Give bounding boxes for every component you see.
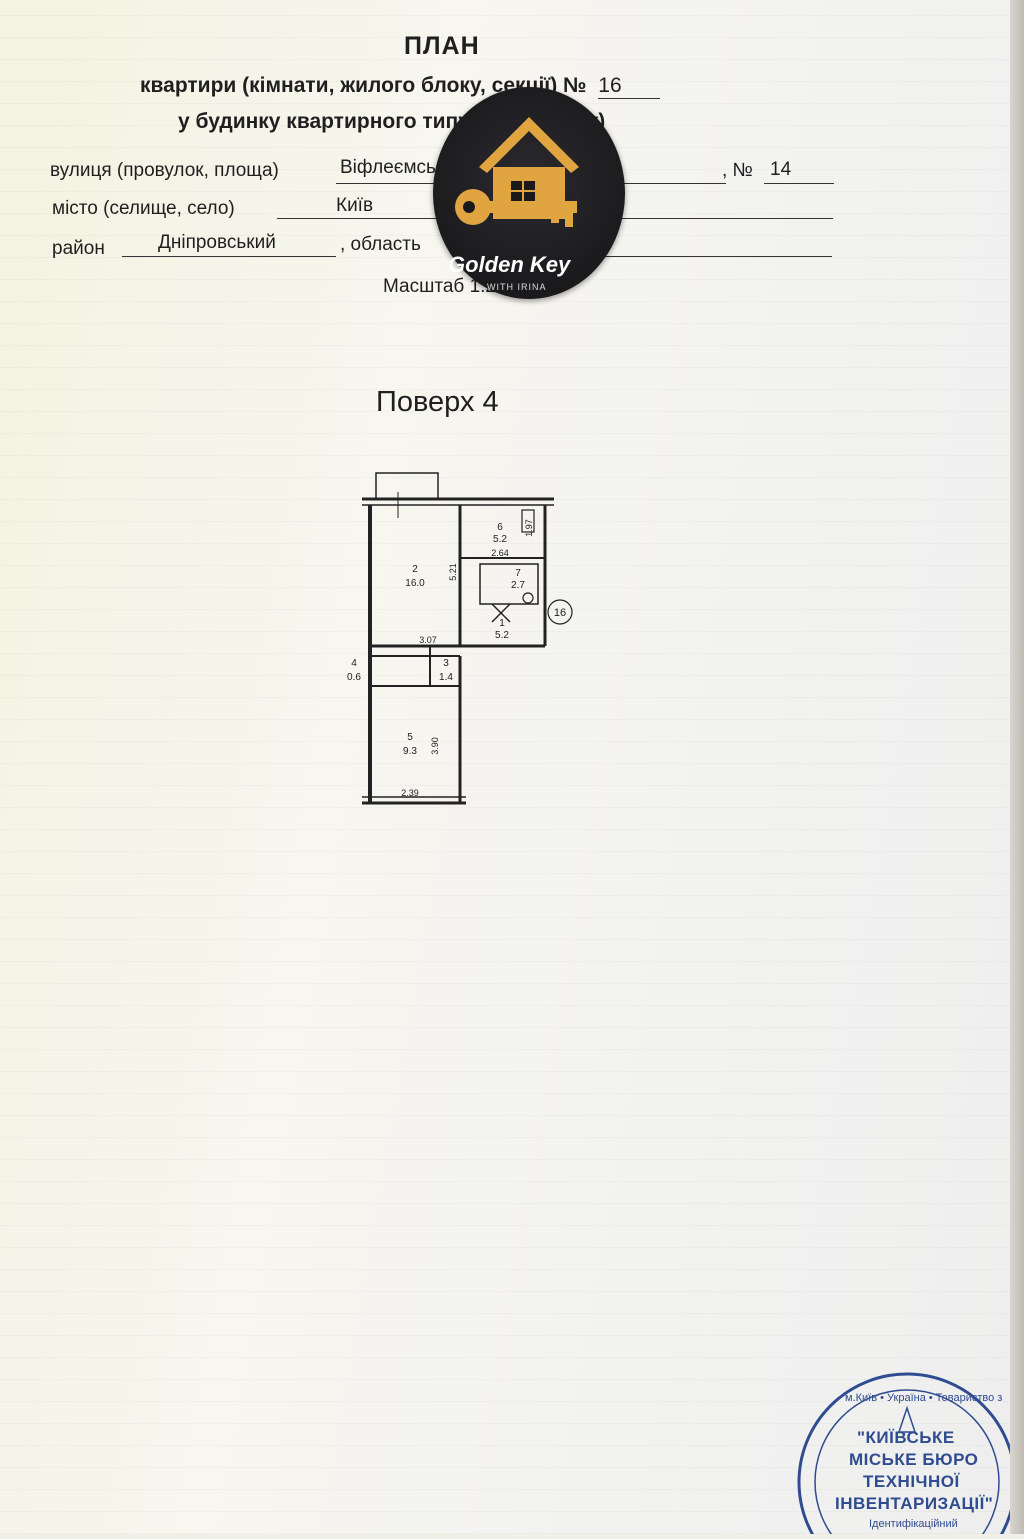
- room-6-area: 5.2: [493, 534, 507, 545]
- room-2-area: 16.0: [405, 578, 425, 589]
- logo-name: Golden Key: [448, 252, 571, 277]
- paper-edge: [1010, 0, 1024, 1534]
- region-underline: [590, 256, 832, 257]
- apartment-label: квартири (кімнати, жилого блоку, секції)…: [140, 74, 587, 97]
- apartment-marker-number: 16: [554, 607, 566, 619]
- room-7-number: 7: [515, 568, 521, 579]
- room-7-area: 2.7: [511, 580, 525, 591]
- apartment-marker: [547, 599, 573, 625]
- apartment-number: 16: [598, 74, 661, 99]
- dim-3-07: 3.07: [419, 635, 437, 645]
- stamp-line-3: ТЕХНІЧНОЇ: [863, 1472, 960, 1491]
- title-line-apartment: квартири (кімнати, жилого блоку, секції)…: [140, 74, 661, 99]
- dim-3-90: 3.90: [430, 737, 440, 755]
- golden-key-logo: [433, 87, 625, 299]
- house-number: 14: [770, 159, 792, 180]
- house-key-icon: [455, 117, 579, 227]
- document-title: ПЛАН: [404, 32, 480, 60]
- room-1-number: 1: [499, 618, 505, 629]
- dim-2-39: 2.39: [401, 788, 419, 798]
- floor-plan: 2 16.0 6 5.2 7 2.7 1 5.2 3 1.4 4 0.6 5 9…: [347, 472, 573, 805]
- stamp-line-5: Ідентифікаційний: [869, 1518, 958, 1530]
- floor-label: Поверх 4: [376, 386, 499, 418]
- district-value: Дніпровський: [158, 232, 276, 253]
- balcony: [375, 472, 439, 500]
- city-value: Київ: [336, 195, 374, 216]
- room-3-number: 3: [443, 658, 449, 669]
- room-3-area: 1.4: [439, 672, 453, 683]
- stamp-line-4: ІНВЕНТАРИЗАЦІЇ": [835, 1494, 994, 1513]
- room-4-number: 4: [351, 658, 357, 669]
- room-6-number: 6: [497, 522, 503, 533]
- district-underline: [122, 256, 336, 257]
- room-5-area: 9.3: [403, 746, 417, 757]
- dim-1-97: 1.97: [524, 519, 534, 537]
- logo-subtitle: WITH IRINA: [487, 282, 547, 292]
- number-label: , №: [722, 160, 753, 181]
- street-value: Віфлеємська: [340, 157, 456, 178]
- room-2-number: 2: [412, 564, 418, 575]
- dim-5-21: 5.21: [448, 563, 458, 581]
- dim-2-64: 2.64: [491, 548, 509, 558]
- room-5-number: 5: [407, 732, 413, 743]
- stamp-line-1: "КИЇВСЬКЕ: [857, 1428, 955, 1447]
- region-label: , область: [340, 234, 421, 255]
- official-stamp: м.Київ • Україна • Товариство з "КИЇВСЬК…: [795, 1370, 1017, 1539]
- stamp-line-2: МІСЬКЕ БЮРО: [849, 1450, 979, 1469]
- room-1-area: 5.2: [495, 630, 509, 641]
- stamp-ring-text: м.Київ • Україна • Товариство з: [845, 1392, 1003, 1404]
- number-underline: [764, 183, 834, 184]
- room-4-area: 0.6: [347, 672, 361, 683]
- city-label: місто (селище, село): [52, 198, 235, 219]
- street-label: вулиця (провулок, площа): [50, 160, 279, 181]
- district-label: район: [52, 238, 105, 259]
